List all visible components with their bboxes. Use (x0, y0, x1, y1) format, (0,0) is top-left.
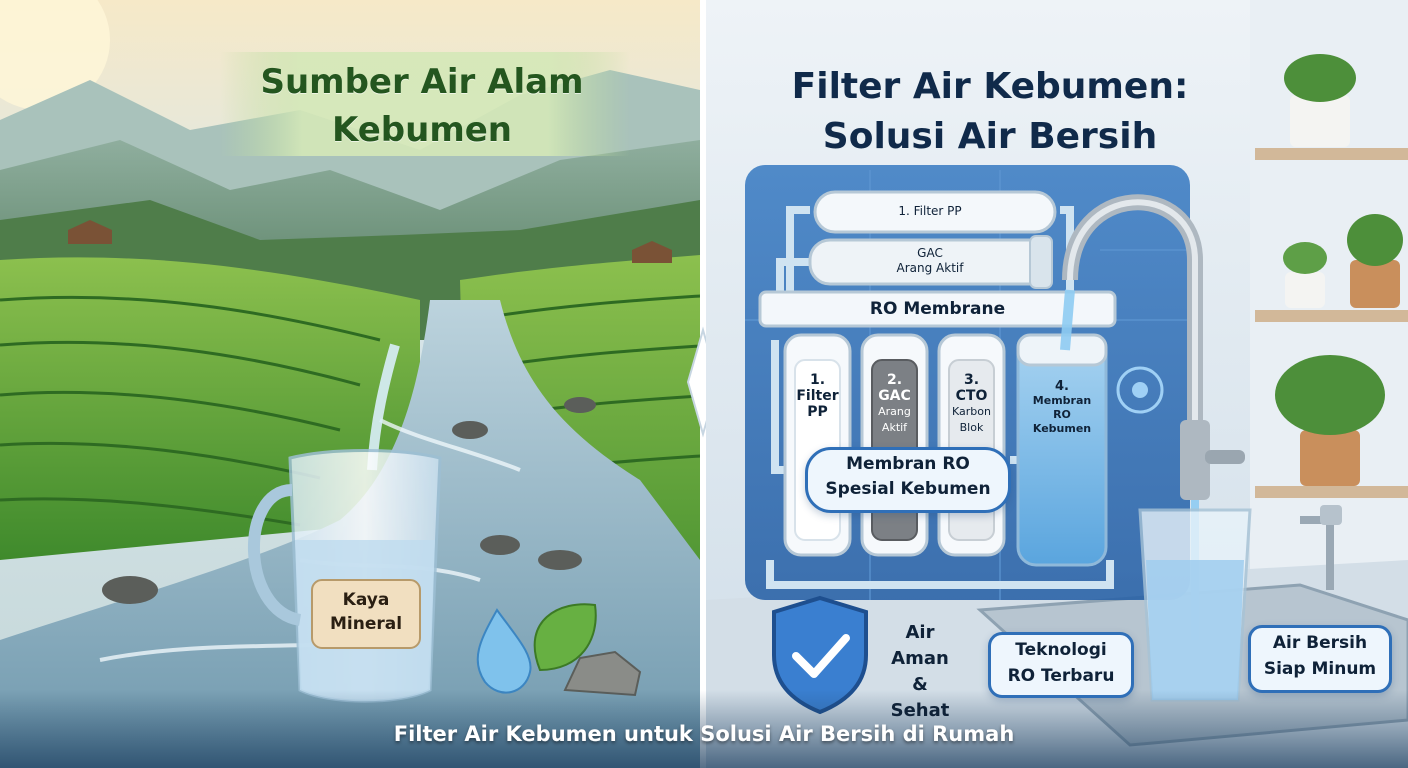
filter-pp-cartridge (813, 190, 1057, 234)
stage-housings (783, 333, 1108, 567)
water-pitcher (248, 343, 442, 703)
gac-cartridge (808, 235, 1053, 289)
stage-label-3: 3. CTO Karbon Blok (939, 372, 1004, 436)
stage-label-1: 1. Filter PP (785, 372, 850, 420)
footer-caption: Filter Air Kebumen untuk Solusi Air Bers… (393, 722, 1015, 746)
stage-3-line1: CTO (955, 388, 988, 404)
left-title-line2: Kebumen (331, 110, 513, 150)
gac-label: GAC Arang Aktif (860, 246, 1000, 276)
mineral-label-plate (311, 579, 421, 649)
stage-2-line1: GAC (878, 388, 911, 404)
filter-pp-label: 1. Filter PP (898, 204, 962, 218)
left-title-line1: Sumber Air Alam (260, 62, 584, 102)
stage-4-line2: RO (1053, 408, 1071, 421)
mineral-label: Kaya Mineral (312, 588, 420, 636)
gac-label-line2: Arang Aktif (896, 261, 964, 275)
ro-technology-callout: Teknologi RO Terbaru (988, 632, 1134, 698)
stage-4-number: 4. (1055, 379, 1069, 394)
stage-3-line3: Blok (959, 421, 984, 434)
stage-2-line2: Arang (878, 405, 911, 418)
stage-4-line1: Membran (1032, 394, 1092, 407)
tech-line2: RO Terbaru (1007, 666, 1115, 686)
right-title-line2: Solusi Air Bersih (822, 116, 1158, 157)
stage-1-line2: PP (807, 404, 828, 420)
safe-water-text: Air Aman & Sehat (880, 620, 960, 724)
stage-label-4: 4. Membran RO Kebumen (1018, 380, 1106, 436)
safe-line3: & Sehat (890, 674, 950, 721)
mineral-label-line2: Mineral (329, 614, 403, 634)
ready-to-drink-callout: Air Bersih Siap Minum (1248, 625, 1392, 693)
stage-label-2: 2. GAC Arang Aktif (862, 372, 927, 436)
stage-1-line1: Filter (796, 388, 839, 404)
ready-line2: Siap Minum (1263, 659, 1377, 679)
safe-line1: Air (905, 622, 935, 643)
footer-shade (0, 690, 1408, 768)
drinking-glass (1138, 508, 1252, 702)
left-title-banner (220, 52, 630, 156)
stage-1-number: 1. (809, 372, 826, 388)
mineral-label-line1: Kaya (342, 590, 390, 610)
stage-3-line2: Karbon (952, 405, 991, 418)
gac-label-line1: GAC (917, 246, 943, 260)
tech-line1: Teknologi (1015, 640, 1107, 660)
ro-membrane-label: RO Membrane (869, 299, 1006, 319)
stage-2-line3: Aktif (881, 421, 908, 434)
ro-membrane-bar (758, 290, 1117, 328)
membrane-callout-line1: Membran RO (846, 454, 970, 474)
leaf-icon (533, 603, 597, 672)
safe-line2: Aman (891, 648, 949, 669)
membrane-callout: Membran RO Spesial Kebumen (805, 447, 1011, 513)
stage-4-line3: Kebumen (1032, 422, 1092, 435)
right-title-line1: Filter Air Kebumen: (791, 66, 1189, 107)
right-panel-title: Filter Air Kebumen: Solusi Air Bersih (770, 62, 1210, 162)
stage-3-number: 3. (963, 372, 980, 388)
membrane-callout-line2: Spesial Kebumen (825, 479, 991, 499)
stage-2-number: 2. (886, 372, 903, 388)
ready-line1: Air Bersih (1272, 633, 1368, 653)
left-panel-title: Sumber Air Alam Kebumen (222, 58, 622, 154)
